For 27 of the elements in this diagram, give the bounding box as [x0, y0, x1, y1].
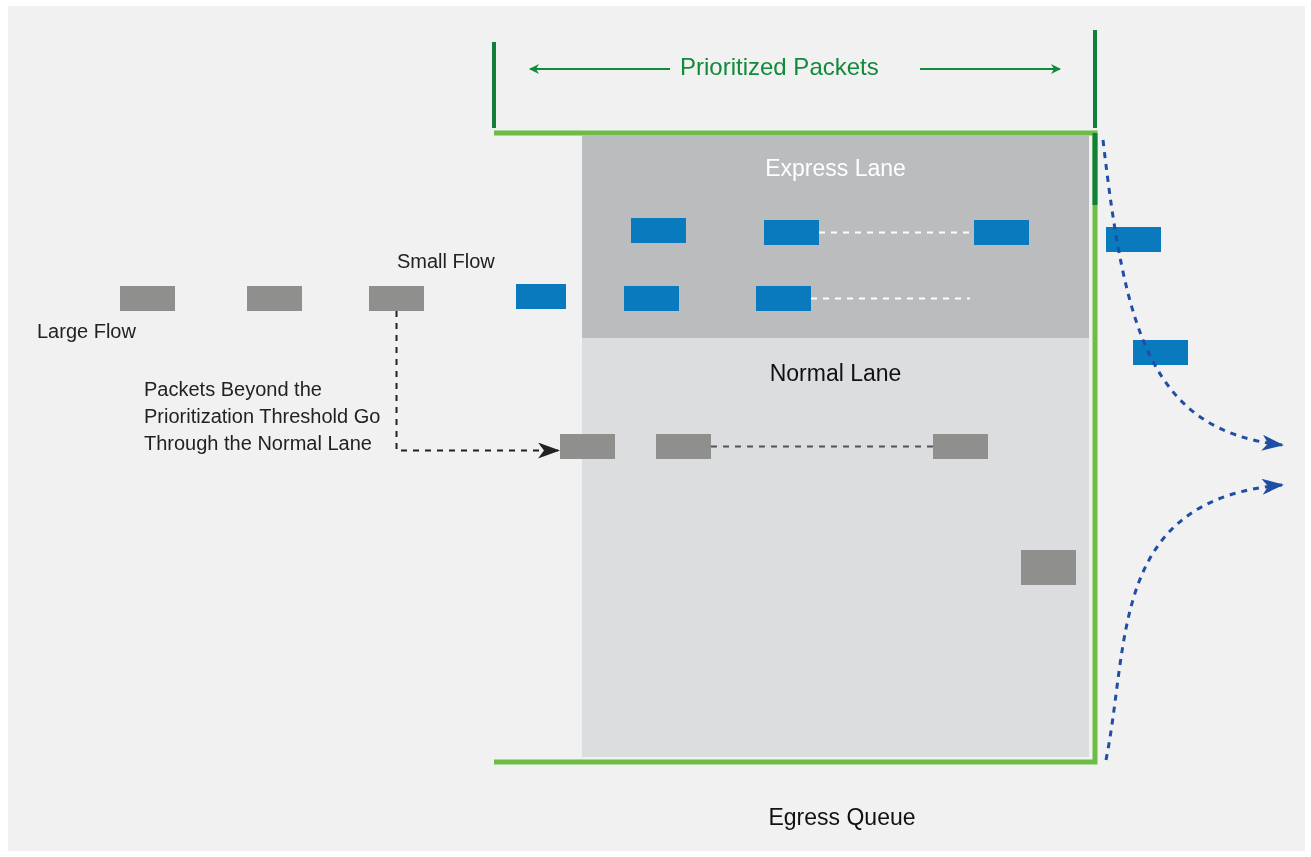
arrow	[1104, 480, 1284, 761]
packet-block	[1021, 550, 1076, 585]
packet-block	[764, 220, 819, 245]
packet-block	[120, 286, 175, 311]
lane-band	[582, 338, 1089, 757]
packet-block	[933, 434, 988, 459]
dimension-label: Prioritized Packets	[680, 53, 879, 81]
packet-block	[756, 286, 811, 311]
flow-label: Small Flow	[397, 250, 495, 273]
edge-label: Packets Beyond the Prioritization Threshold Go Through the Normal Lane	[144, 377, 382, 456]
lane-title: Normal Lane	[768, 360, 903, 387]
lane-title: Express Lane	[764, 155, 907, 182]
packet-block	[656, 434, 711, 459]
packet-block	[631, 218, 686, 243]
packet-block	[516, 284, 566, 309]
packet-block	[974, 220, 1029, 245]
queue-caption: Egress Queue	[767, 804, 917, 831]
flow-label: Large Flow	[37, 320, 136, 343]
packet-block	[1106, 227, 1161, 252]
packet-block	[560, 434, 615, 459]
arrow	[1101, 139, 1284, 450]
arrow	[395, 310, 560, 459]
packet-block	[624, 286, 679, 311]
lane-band	[582, 135, 1089, 338]
packet-block	[369, 286, 424, 311]
packet-block	[1133, 340, 1188, 365]
packet-block	[247, 286, 302, 311]
